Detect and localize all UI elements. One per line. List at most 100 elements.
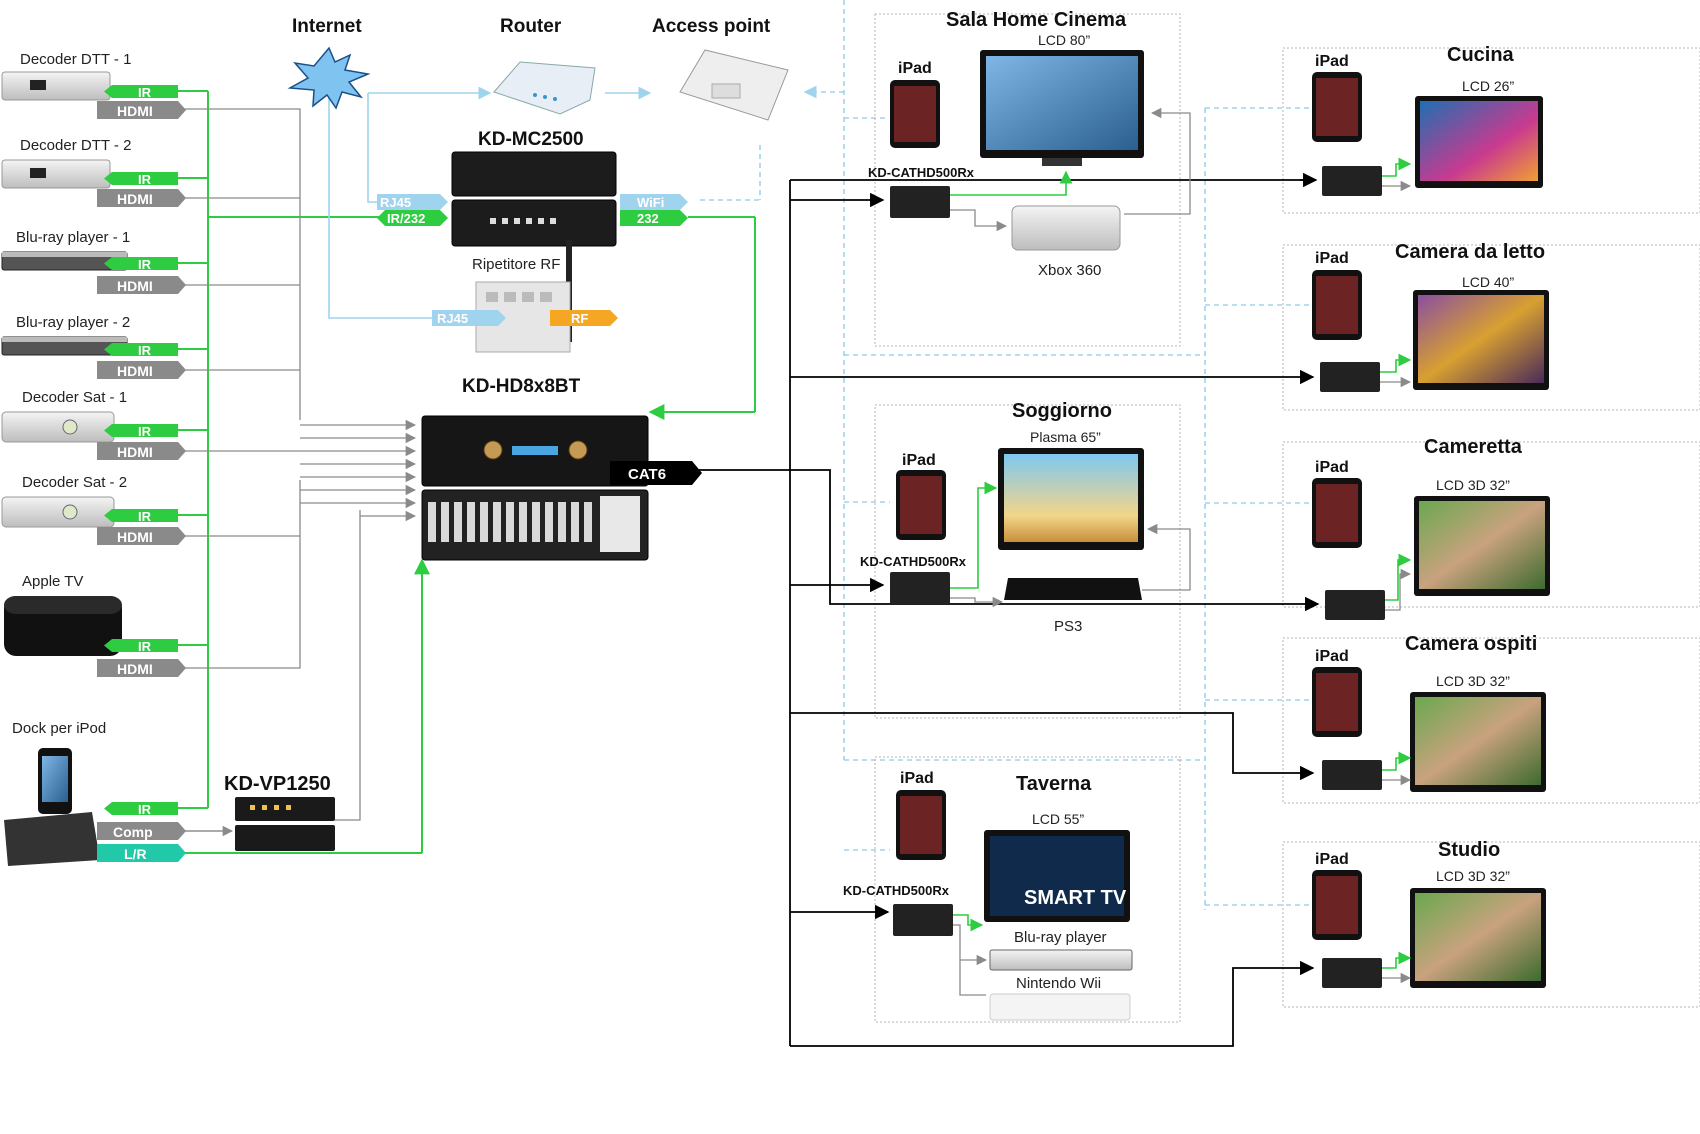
source-ipod-dock: Dock per iPod bbox=[4, 720, 106, 866]
tv-icon bbox=[1410, 692, 1546, 792]
source-label: Blu-ray player - 1 bbox=[16, 229, 130, 246]
hdmi-tag: HDMI bbox=[97, 442, 186, 460]
ipad-label: iPad bbox=[1315, 459, 1349, 476]
controller-tags: RJ45 IR/232 WiFi 232 bbox=[377, 194, 688, 226]
svg-text:CAT6: CAT6 bbox=[628, 466, 666, 483]
display-label: LCD 40” bbox=[1462, 274, 1514, 290]
svg-text:HDMI: HDMI bbox=[117, 103, 153, 119]
cat6-lines bbox=[695, 179, 1315, 1047]
router-icon bbox=[493, 61, 596, 115]
kd-mc2500: KD-MC2500 bbox=[451, 129, 617, 342]
receiver-icon bbox=[890, 186, 950, 218]
matrix-label: KD-HD8x8BT bbox=[462, 376, 581, 397]
room-soggiorno: Soggiorno Plasma 65” iPad KD-CATHD500Rx … bbox=[860, 400, 1191, 635]
room-title: Camera ospiti bbox=[1405, 633, 1537, 655]
display-label: LCD 80” bbox=[1038, 32, 1090, 48]
svg-text:IR: IR bbox=[138, 172, 152, 187]
access-point-node: Access point bbox=[652, 16, 789, 121]
xbox-icon bbox=[1011, 205, 1121, 251]
svg-text:HDMI: HDMI bbox=[117, 191, 153, 207]
room-camera-letto: Camera da letto LCD 40” iPad bbox=[1312, 241, 1549, 392]
display-label: LCD 3D 32” bbox=[1436, 868, 1510, 884]
receiver-icon bbox=[1320, 362, 1380, 392]
ir-tag: IR bbox=[104, 257, 178, 272]
source-label: Decoder Sat - 1 bbox=[22, 389, 127, 406]
ir-tag: IR bbox=[104, 424, 178, 439]
internet-label: Internet bbox=[292, 16, 362, 37]
ipad-label: iPad bbox=[898, 60, 932, 77]
extra-device-label: Nintendo Wii bbox=[1016, 975, 1101, 992]
svg-text:L/R: L/R bbox=[124, 846, 147, 862]
display-label: LCD 3D 32” bbox=[1436, 477, 1510, 493]
bluray-icon bbox=[989, 949, 1133, 971]
room-home-cinema: Sala Home Cinema LCD 80” iPad KD-CATHD50… bbox=[868, 9, 1191, 279]
room-title: Camera da letto bbox=[1395, 241, 1545, 263]
lr-tag: L/R bbox=[97, 844, 186, 862]
comp-tag: Comp bbox=[97, 822, 186, 840]
display-label: LCD 55” bbox=[1032, 811, 1084, 827]
ipad-icon bbox=[896, 790, 946, 860]
router-label: Router bbox=[500, 16, 562, 37]
kd-hd8x8bt: KD-HD8x8BT CAT6 bbox=[421, 376, 702, 561]
ir232-tag: IR/232 bbox=[377, 210, 448, 226]
svg-text:HDMI: HDMI bbox=[117, 278, 153, 294]
svg-text:IR: IR bbox=[138, 639, 152, 654]
room-title: Cameretta bbox=[1424, 436, 1523, 458]
source-decoder-dtt-2: Decoder DTT - 2 bbox=[1, 137, 131, 189]
svg-text:RJ45: RJ45 bbox=[380, 195, 411, 210]
controller-label: KD-MC2500 bbox=[478, 129, 584, 150]
svg-text:IR: IR bbox=[138, 424, 152, 439]
svg-text:IR: IR bbox=[138, 802, 152, 817]
svg-text:IR/232: IR/232 bbox=[387, 211, 425, 226]
hdmi-tag: HDMI bbox=[97, 189, 186, 207]
display-label: Plasma 65” bbox=[1030, 429, 1101, 445]
rj45-tag: RJ45 bbox=[432, 310, 506, 326]
rf-repeater: Ripetitore RF RJ45 RF bbox=[432, 256, 618, 353]
receiver-icon bbox=[1322, 166, 1382, 196]
svg-text:IR: IR bbox=[138, 343, 152, 358]
room-title: Taverna bbox=[1016, 773, 1092, 795]
svg-text:HDMI: HDMI bbox=[117, 529, 153, 545]
smart-tv-label: SMART TV bbox=[1024, 887, 1127, 909]
receiver-icon bbox=[1322, 760, 1382, 790]
cat6-tag: CAT6 bbox=[610, 461, 702, 485]
access-point-label: Access point bbox=[652, 16, 771, 37]
svg-text:IR: IR bbox=[138, 257, 152, 272]
tv-icon bbox=[1413, 290, 1549, 390]
ipad-icon bbox=[1312, 478, 1362, 548]
svg-text:RF: RF bbox=[571, 311, 588, 326]
extra-device-label: Blu-ray player bbox=[1014, 929, 1107, 946]
ipad-icon bbox=[896, 470, 946, 540]
receiver-label: KD-CATHD500Rx bbox=[843, 883, 950, 898]
svg-text:HDMI: HDMI bbox=[117, 661, 153, 677]
wifi-tag: WiFi bbox=[620, 194, 688, 210]
ipad-icon bbox=[1312, 870, 1362, 940]
ipad-label: iPad bbox=[1315, 851, 1349, 868]
svg-text:232: 232 bbox=[637, 211, 659, 226]
hdmi-tag: HDMI bbox=[97, 527, 186, 545]
svg-text:HDMI: HDMI bbox=[117, 363, 153, 379]
hdmi-tag: HDMI bbox=[97, 361, 186, 379]
svg-text:IR: IR bbox=[138, 509, 152, 524]
room-title: Soggiorno bbox=[1012, 400, 1112, 422]
room-cucina: Cucina LCD 26” iPad bbox=[1312, 44, 1543, 196]
tv-icon bbox=[998, 448, 1144, 550]
svg-text:RJ45: RJ45 bbox=[437, 311, 468, 326]
room-studio: Studio LCD 3D 32” iPad bbox=[1312, 839, 1546, 988]
kd-vp1250: KD-VP1250 bbox=[224, 773, 335, 851]
receiver-icon bbox=[1325, 590, 1385, 620]
source-decoder-dtt-1: Decoder DTT - 1 bbox=[1, 51, 131, 101]
svg-text:WiFi: WiFi bbox=[637, 195, 664, 210]
ipad-icon bbox=[890, 80, 940, 148]
ipad-label: iPad bbox=[902, 452, 936, 469]
receiver-icon bbox=[893, 904, 953, 936]
matrix-input-arrows bbox=[183, 419, 417, 837]
ir-tag: IR bbox=[104, 509, 178, 524]
ipad-label: iPad bbox=[1315, 250, 1349, 267]
receiver-label: KD-CATHD500Rx bbox=[860, 554, 967, 569]
tv-icon bbox=[984, 830, 1130, 922]
receiver-icon bbox=[1322, 958, 1382, 988]
svg-text:IR: IR bbox=[138, 85, 152, 100]
video-processor-label: KD-VP1250 bbox=[224, 773, 331, 795]
